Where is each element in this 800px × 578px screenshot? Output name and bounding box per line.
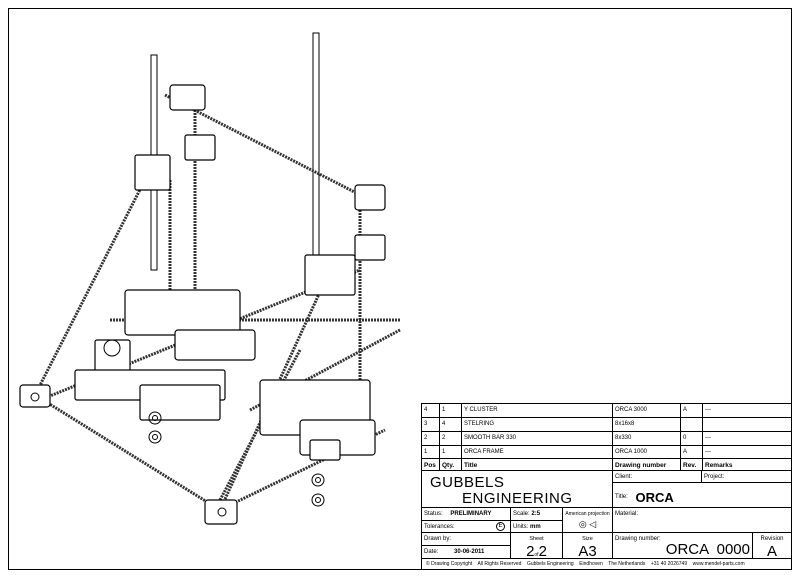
frame-vertices: [19, 84, 386, 525]
qty: 1: [440, 404, 462, 418]
header-remarks: Remarks: [703, 459, 792, 471]
sheet-field: Sheet 2of2: [511, 533, 563, 559]
title: Y CLUSTER: [462, 404, 613, 418]
title: STELRING: [462, 418, 613, 432]
projection-field: American projection ◎ ◁: [563, 508, 613, 533]
pos: 4: [422, 404, 440, 418]
copyright-footer: © Drawing Copyright All Rights Reserved …: [422, 559, 792, 570]
drawing-title: ORCA: [635, 490, 674, 505]
qty: 1: [440, 446, 462, 459]
rev: [681, 418, 703, 432]
pos: 2: [422, 432, 440, 446]
drawing-number: ORCA 3000: [613, 404, 681, 418]
tolerances-field: Tolerances:E: [422, 521, 511, 533]
header-rev: Rev.: [681, 459, 703, 471]
title-field: Title: ORCA: [613, 483, 792, 508]
drawing-number-field: Drawing number: ORCA 0000: [613, 533, 753, 559]
pos: 3: [422, 418, 440, 432]
header-qty: Qty.: [440, 459, 462, 471]
company-logo: GUBBELS ENGINEERING: [422, 471, 613, 508]
header-drawing-number: Drawing number: [613, 459, 681, 471]
rev: 0: [681, 432, 703, 446]
revision-field: Revision A: [753, 533, 792, 559]
title-block: 4 1 Y CLUSTER ORCA 3000 A --- 3 4 STELRI…: [421, 403, 792, 570]
drawing-number: 8x330: [613, 432, 681, 446]
status-field: Status: PRELIMINARY: [422, 508, 511, 521]
header-pos: Pos: [422, 459, 440, 471]
units-field: Units: mm: [511, 521, 563, 533]
drawing-number: 8x16x8: [613, 418, 681, 432]
smooth-rods: [150, 32, 320, 271]
title: ORCA FRAME: [462, 446, 613, 459]
header-title: Title: [462, 459, 613, 471]
scale-field: Scale: 2:5: [511, 508, 563, 521]
remarks: ---: [703, 404, 792, 418]
remarks: [703, 418, 792, 432]
client-field: Client:: [613, 471, 702, 483]
drawn-by-field: Drawn by:: [422, 533, 511, 546]
qty: 4: [440, 418, 462, 432]
drawing-number: ORCA 1000: [613, 446, 681, 459]
title-label: Title:: [615, 494, 628, 500]
date-field: Date: 30-06-2011: [422, 546, 511, 559]
material-field: Material:: [613, 508, 792, 533]
qty: 2: [440, 432, 462, 446]
title: SMOOTH BAR 330: [462, 432, 613, 446]
drawing-border: [8, 8, 792, 570]
remarks: ---: [703, 446, 792, 459]
rev: A: [681, 446, 703, 459]
projection-symbol-icon: ◎ ◁: [578, 519, 597, 529]
remarks: ---: [703, 432, 792, 446]
project-field: Project:: [702, 471, 792, 483]
pos: 1: [422, 446, 440, 459]
bearings: [30, 339, 325, 517]
rev: A: [681, 404, 703, 418]
size-field: Size A3: [563, 533, 613, 559]
